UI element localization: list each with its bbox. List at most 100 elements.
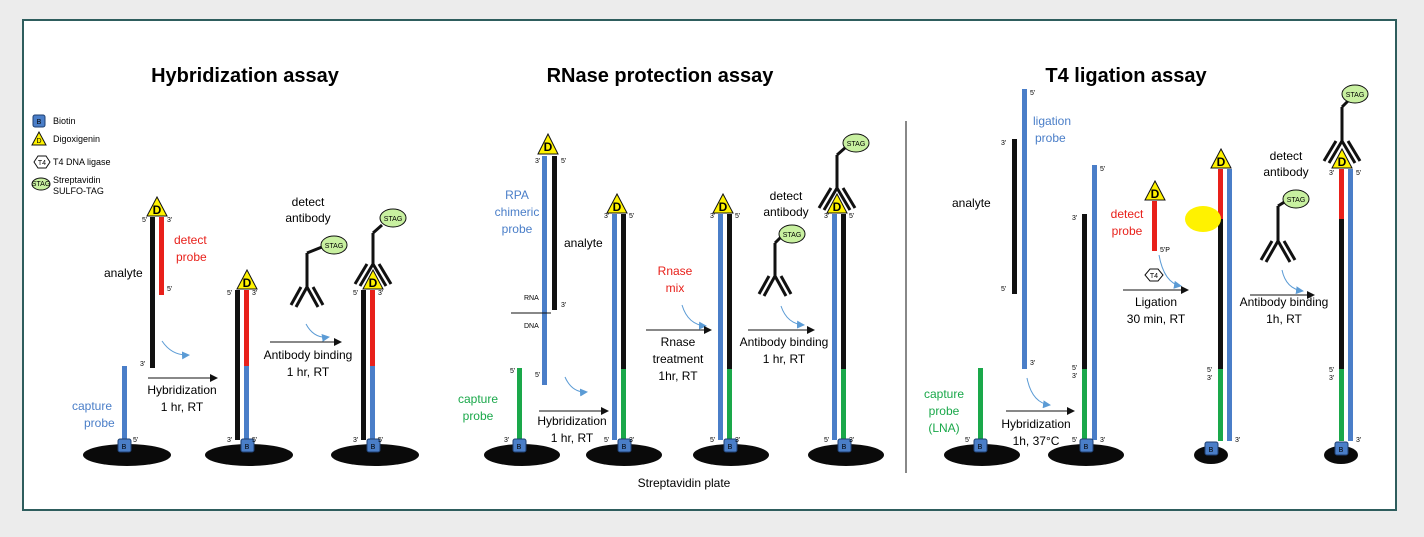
svg-text:3': 3' xyxy=(1001,140,1006,147)
svg-text:5': 5' xyxy=(142,217,147,224)
digoxigenin-label xyxy=(537,132,559,155)
svg-text:5': 5' xyxy=(252,437,257,444)
svg-text:D: D xyxy=(613,200,622,214)
svg-text:B: B xyxy=(1209,447,1214,454)
bound-antibody xyxy=(1322,98,1362,164)
svg-text:D: D xyxy=(1217,155,1226,169)
hyb-step-label: Hybridization xyxy=(1001,417,1070,431)
ligation-junction-highlight xyxy=(1185,206,1221,232)
digoxigenin-label xyxy=(606,192,628,214)
svg-text:B: B xyxy=(978,444,983,451)
svg-text:5': 5' xyxy=(1100,166,1105,173)
biotin-icon xyxy=(837,438,852,453)
t4-ligation-panel: 5' 3' 3' 5' ligation probe analyte B 5' … xyxy=(924,84,1369,466)
svg-text:D: D xyxy=(833,200,842,214)
svg-text:3': 3' xyxy=(378,290,383,297)
detect-probe-strand xyxy=(1218,169,1223,219)
svg-text:3': 3' xyxy=(1072,215,1077,222)
svg-text:3': 3' xyxy=(227,437,232,444)
svg-text:STAG: STAG xyxy=(1346,92,1365,99)
streptavidin-plate-well xyxy=(808,444,884,466)
svg-text:3': 3' xyxy=(140,361,145,368)
svg-text:B: B xyxy=(122,444,127,451)
svg-text:B: B xyxy=(37,119,42,126)
rpa-chimeric-probe xyxy=(612,214,617,440)
lna-capture-probe-strand xyxy=(1339,369,1344,441)
svg-text:5': 5' xyxy=(1030,90,1035,97)
svg-text:5': 5' xyxy=(353,290,358,297)
svg-text:3': 3' xyxy=(849,437,854,444)
svg-text:5': 5' xyxy=(133,437,138,444)
analyte-label: analyte xyxy=(564,236,603,250)
biotin-icon xyxy=(617,438,632,453)
hyb-step-condition: 1h, 37°C xyxy=(1013,434,1060,448)
analyte-strand xyxy=(1218,219,1223,369)
digoxigenin-label xyxy=(1210,147,1232,169)
analyte-strand xyxy=(552,156,557,310)
detect-antibody-label: detect xyxy=(292,195,325,209)
streptavidin-sulfo-tag-icon xyxy=(31,177,51,191)
svg-text:5': 5' xyxy=(1329,367,1334,374)
svg-text:3': 3' xyxy=(1207,375,1212,382)
legend-streptavidin: Streptavidin xyxy=(53,175,101,185)
detect-probe-strand xyxy=(1152,201,1157,251)
sulfo-tag-icon xyxy=(1341,84,1369,104)
capture-probe-label: capture xyxy=(458,392,498,406)
svg-text:3': 3' xyxy=(1235,437,1240,444)
capture-probe-strand xyxy=(841,369,846,440)
capture-probe-strand xyxy=(621,369,626,440)
detect-antibody-label: detect xyxy=(1270,149,1303,163)
svg-text:STAG: STAG xyxy=(384,216,403,223)
detect-probe-strand xyxy=(159,217,164,295)
svg-text:3': 3' xyxy=(1100,437,1105,444)
hyb-step-label: Hybridization xyxy=(147,383,216,397)
svg-text:3': 3' xyxy=(1030,360,1035,367)
svg-text:STAG: STAG xyxy=(32,181,51,188)
svg-text:3': 3' xyxy=(504,437,509,444)
biotin-icon xyxy=(1079,438,1094,453)
detect-antibody xyxy=(289,245,325,308)
svg-text:B: B xyxy=(245,444,250,451)
capture-probe-strand xyxy=(370,366,375,440)
svg-text:D: D xyxy=(369,276,378,290)
sulfo-tag-icon xyxy=(842,133,870,153)
svg-text:3': 3' xyxy=(561,302,566,309)
ligation-step-label: Ligation xyxy=(1135,295,1177,309)
digoxigenin-label xyxy=(826,192,848,214)
streptavidin-plate-label: Streptavidin plate xyxy=(638,476,731,490)
digoxigenin-label xyxy=(362,268,384,290)
antibody-step-label: Antibody binding xyxy=(740,335,829,349)
legend: B Biotin D Digoxigenin T4 T4 DNA ligase … xyxy=(31,114,111,196)
digoxigenin-label xyxy=(146,195,168,217)
capture-probe-label: probe xyxy=(463,409,494,423)
legend-digoxigenin: Digoxigenin xyxy=(53,134,100,144)
lna-capture-probe-strand xyxy=(1218,369,1223,441)
svg-text:5': 5' xyxy=(629,213,634,220)
detect-probe-label: probe xyxy=(1112,224,1143,238)
antibody-step-condition: 1h, RT xyxy=(1266,312,1302,326)
antibody-step-condition: 1 hr, RT xyxy=(763,352,806,366)
figure-frame: Hybridization assay RNase protection ass… xyxy=(22,19,1397,511)
rpa-chimeric-probe xyxy=(718,214,723,440)
capture-probe-strand xyxy=(244,366,249,440)
capture-probe-label: (LNA) xyxy=(928,421,959,435)
antibody-arrow xyxy=(780,305,805,329)
digoxigenin-label xyxy=(1144,179,1166,201)
detect-probe-label: probe xyxy=(176,250,207,264)
biotin-icon xyxy=(723,438,738,453)
svg-text:5': 5' xyxy=(510,368,515,375)
svg-text:B: B xyxy=(622,444,627,451)
ligation-probe-strand xyxy=(1022,89,1027,369)
svg-text:5': 5' xyxy=(535,372,540,379)
analyte-strand xyxy=(235,290,240,440)
biotin-icon xyxy=(32,114,46,128)
detect-probe-label: detect xyxy=(174,233,207,247)
capture-probe-strand xyxy=(727,369,732,440)
svg-text:3': 3' xyxy=(353,437,358,444)
digoxigenin-label xyxy=(236,268,258,290)
svg-text:5': 5' xyxy=(167,286,172,293)
biotin-icon xyxy=(1334,441,1349,456)
streptavidin-plate-well xyxy=(83,444,171,466)
title-hybridization: Hybridization assay xyxy=(151,65,340,87)
streptavidin-plate-well xyxy=(484,444,560,466)
